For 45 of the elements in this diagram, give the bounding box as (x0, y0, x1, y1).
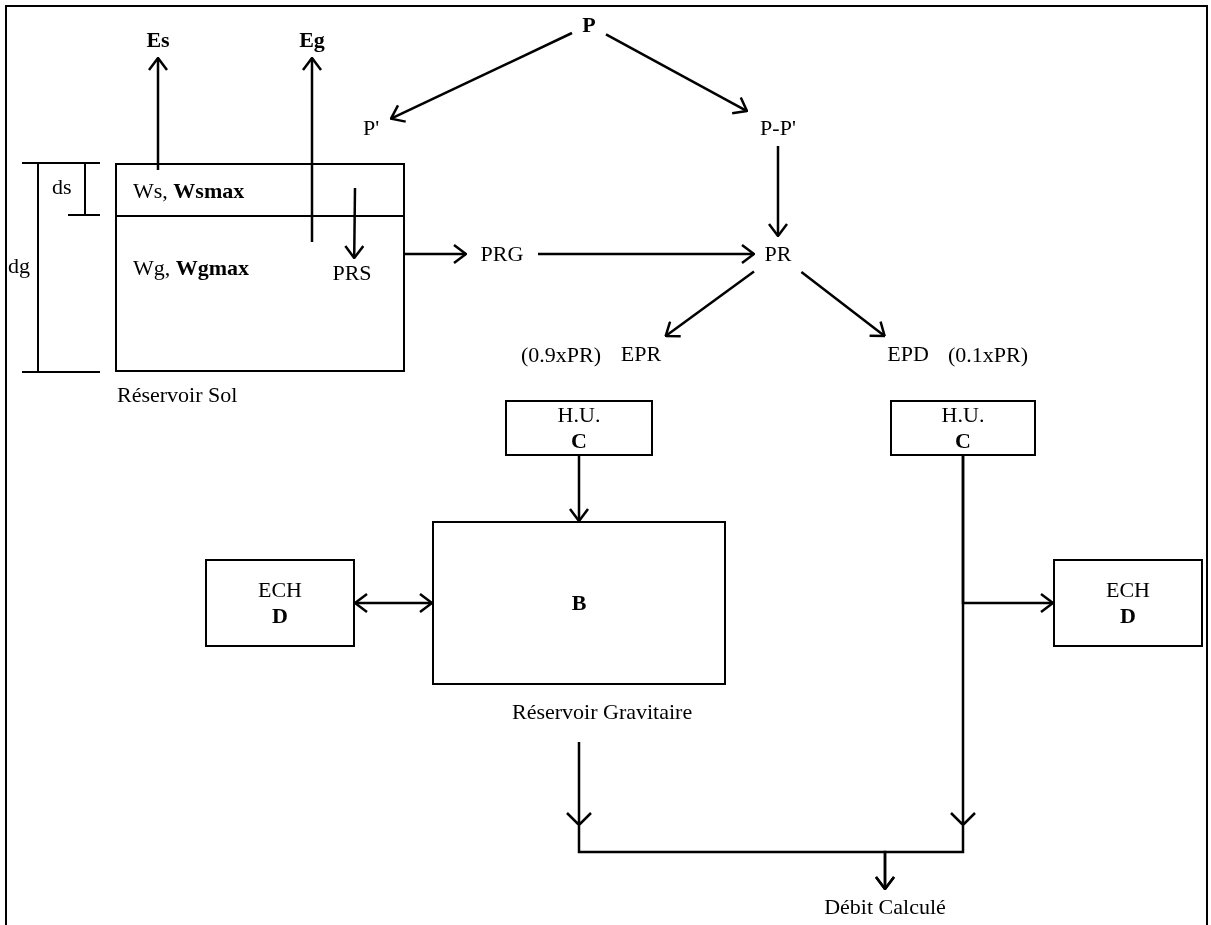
variable-label: P-P' (751, 114, 805, 142)
arrow (389, 31, 573, 123)
process-box (890, 400, 1036, 456)
variable-label: PR (758, 240, 798, 268)
process-box (1053, 559, 1203, 647)
box-label: C (955, 428, 971, 455)
variable-label: Eg (290, 26, 334, 54)
arrow (568, 456, 590, 523)
variable-label: Débit Calculé (820, 893, 950, 921)
box-label: ECH (1106, 576, 1150, 603)
process-box (205, 559, 355, 647)
variable-label: Es (136, 26, 180, 54)
variable-label: PRS (320, 260, 384, 286)
arrow (605, 33, 749, 115)
box-caption: Réservoir Gravitaire (512, 699, 693, 725)
arrow (767, 146, 789, 238)
variable-label: P (576, 10, 602, 40)
ratio-label: (0.9xPR) (520, 342, 601, 368)
arrow (301, 56, 323, 242)
box-label: B (571, 589, 587, 617)
variable-label: EPR (615, 340, 667, 368)
arrow (405, 243, 468, 265)
arrow (800, 271, 886, 338)
box-label: D (1120, 603, 1136, 630)
process-box (505, 400, 653, 456)
dimension-label: ds (52, 174, 72, 200)
arrow (147, 56, 169, 170)
arrow (353, 592, 434, 614)
box-label: D (272, 603, 288, 630)
variable-label: P' (355, 114, 387, 142)
arrow (344, 188, 365, 260)
box-label: H.U. (557, 401, 601, 428)
ratio-label: (0.1xPR) (948, 342, 1029, 368)
box-label: H.U. (941, 401, 985, 428)
arrow (664, 270, 755, 338)
arrow (538, 243, 756, 265)
storage-label: Ws, Wsmax (133, 177, 245, 205)
variable-label: EPD (880, 340, 936, 368)
variable-label: PRG (470, 240, 534, 268)
box-caption: Réservoir Sol (117, 382, 238, 408)
storage-label: Wg, Wgmax (133, 255, 250, 282)
box-label: ECH (258, 576, 302, 603)
dimension-label: dg (8, 253, 30, 279)
arrow (874, 454, 977, 891)
box-label: C (571, 428, 587, 455)
